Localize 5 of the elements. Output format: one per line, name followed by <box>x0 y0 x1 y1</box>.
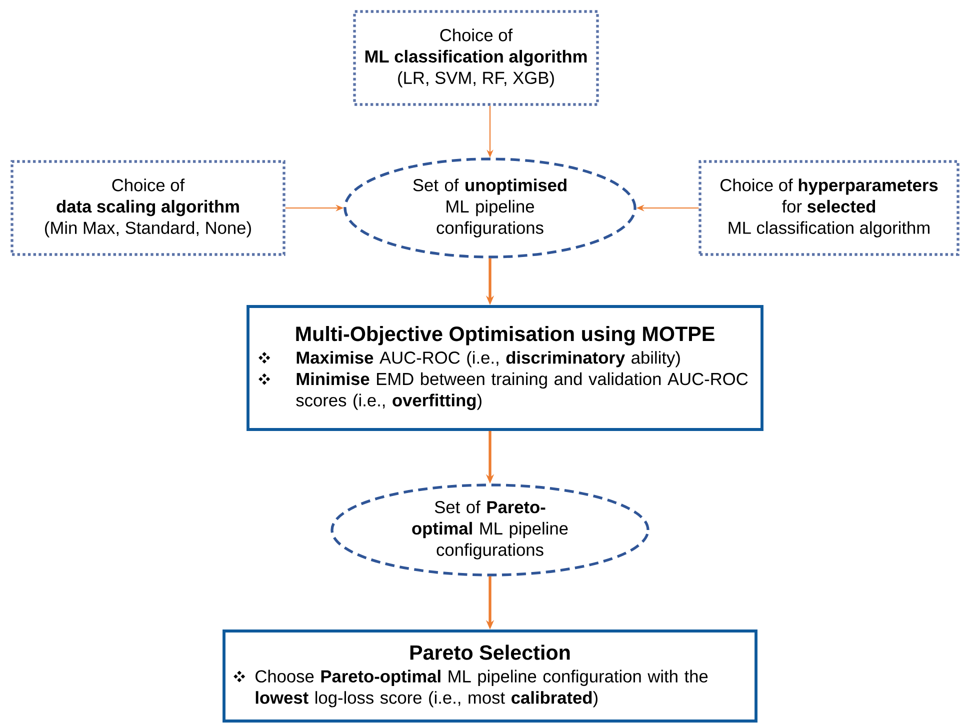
choice-box: Choice of data scaling algorithm (Min Max, Standard, None) <box>10 160 286 256</box>
choice-box: Choice of ML classification algorithm (LR, SVM, RF, XGB) <box>353 10 599 106</box>
choice-box: Choice of hyperparameters for selected ML classification algorithm <box>698 160 960 256</box>
process-box: Pareto Selection Choose Pareto-optimal ML pipeline configuration with the lowest log-loss score (i.e., most calibrated) <box>222 630 758 722</box>
process-box: Multi-Objective Optimisation using MOTPE Maximise AUC-ROC (i.e., discriminatory ability) Minimise EMD between training and validation AUC-ROC scores (i.e., overfitting) <box>246 305 764 431</box>
